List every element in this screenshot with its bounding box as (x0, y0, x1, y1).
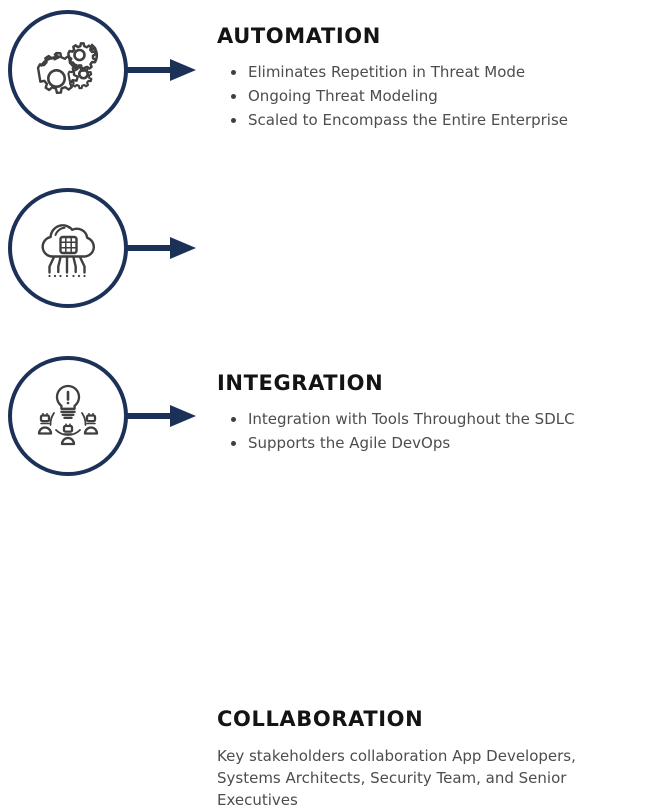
bullet-dot-icon (231, 70, 236, 75)
list-item-label: Scaled to Encompass the Entire Enterpris… (248, 111, 569, 129)
list-item-label: Supports the Agile DevOps (248, 434, 451, 452)
content-collaboration: COLLABORATION Key stakeholders collabora… (217, 707, 647, 811)
bullet-dot-icon (231, 118, 236, 123)
icon-badge-automation (8, 10, 128, 130)
bullet-list-automation: Eliminates Repetition in Threat Mode Ong… (217, 62, 647, 131)
list-item: Supports the Agile DevOps (217, 433, 647, 454)
section-heading-collaboration: COLLABORATION (217, 707, 424, 731)
bullet-list-integration: Integration with Tools Throughout the SD… (217, 409, 647, 454)
section-integration: INTEGRATION Integration with Tools Throu… (0, 175, 654, 452)
list-item-label: Integration with Tools Throughout the SD… (248, 410, 575, 428)
gears-icon (32, 34, 104, 106)
section-automation: AUTOMATION Eliminates Repetition in Thre… (0, 0, 654, 175)
section-paragraph-collaboration: Key stakeholders collaboration App Devel… (217, 747, 576, 809)
bullet-dot-icon (231, 94, 236, 99)
list-item: Eliminates Repetition in Threat Mode (217, 62, 647, 83)
list-item: Ongoing Threat Modeling (217, 86, 647, 107)
list-item: Integration with Tools Throughout the SD… (217, 409, 647, 430)
bullet-dot-icon (231, 417, 236, 422)
bullet-dot-icon (231, 441, 236, 446)
content-integration: INTEGRATION Integration with Tools Throu… (217, 371, 647, 454)
list-item-label: Eliminates Repetition in Threat Mode (248, 63, 526, 81)
right-arrow-icon-automation (126, 57, 198, 83)
right-arrow-icon-collaboration (126, 403, 198, 429)
list-item: Scaled to Encompass the Entire Enterpris… (217, 110, 647, 131)
icon-badge-collaboration (8, 356, 128, 476)
icon-badge-integration (8, 188, 128, 308)
section-collaboration: COLLABORATION Key stakeholders collabora… (0, 350, 654, 809)
section-heading-automation: AUTOMATION (217, 24, 381, 48)
lightbulb-team-icon (32, 380, 104, 452)
section-heading-integration: INTEGRATION (217, 371, 384, 395)
list-item-label: Ongoing Threat Modeling (248, 87, 438, 105)
content-automation: AUTOMATION Eliminates Repetition in Thre… (217, 24, 647, 131)
cloud-chip-icon (32, 212, 104, 284)
right-arrow-icon-integration (126, 235, 198, 261)
